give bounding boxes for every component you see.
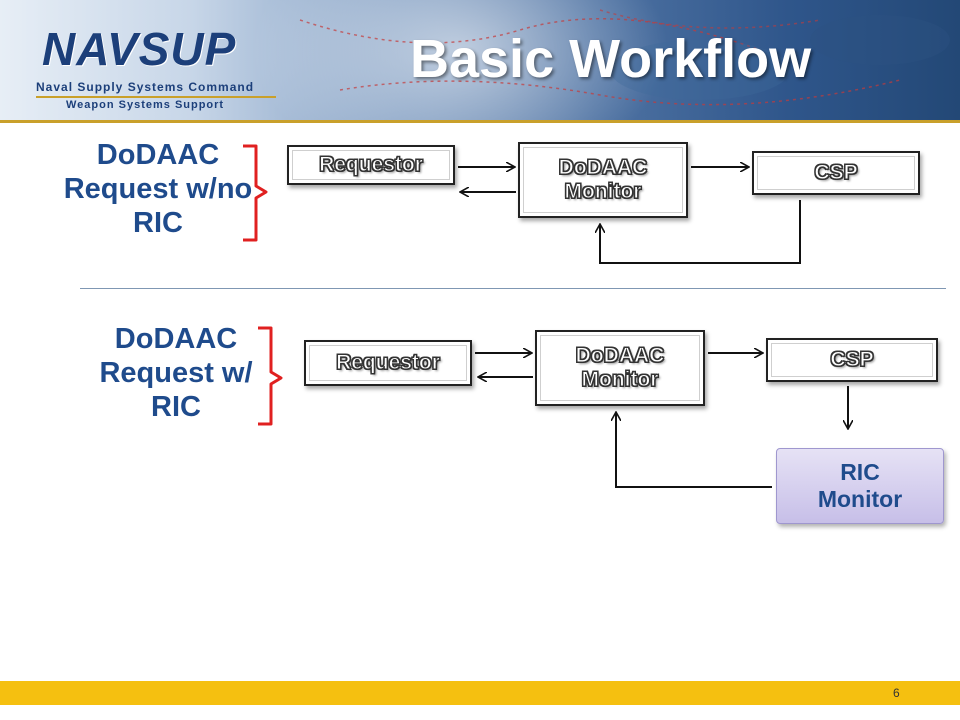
arrow-csp-to-monitor-1 bbox=[600, 200, 801, 264]
requestor-box-2: Requestor bbox=[304, 340, 472, 386]
page-title: Basic Workflow bbox=[410, 29, 812, 89]
navsup-logo: NAVSUP bbox=[42, 23, 237, 75]
page-number: 6 bbox=[893, 686, 900, 700]
csp-box-2: CSP bbox=[766, 338, 938, 382]
footer-bar bbox=[0, 681, 960, 705]
flow-label-no-ric: DoDAAC Request w/no RIC bbox=[63, 139, 253, 239]
csp-box-1-label: CSP bbox=[814, 161, 858, 185]
requestor-box-1-label: Requestor bbox=[319, 153, 424, 177]
dodaac-monitor-box-2-label: DoDAAC Monitor bbox=[575, 344, 665, 392]
dodaac-monitor-box-1-label: DoDAAC Monitor bbox=[558, 156, 648, 204]
csp-box-2-label: CSP bbox=[830, 348, 874, 372]
flow-label-with-ric: DoDAAC Request w/ RIC bbox=[99, 323, 253, 423]
bracket-flow-1 bbox=[243, 144, 268, 242]
header-glow bbox=[250, 0, 670, 120]
logo-subtitle-support: Weapon Systems Support bbox=[66, 99, 225, 111]
requestor-box-2-label: Requestor bbox=[336, 351, 441, 375]
ric-monitor-box: RIC Monitor bbox=[776, 448, 944, 524]
dodaac-monitor-box-2: DoDAAC Monitor bbox=[535, 330, 705, 406]
header-banner: NAVSUP Naval Supply Systems Command Weap… bbox=[0, 0, 960, 120]
requestor-box-1: Requestor bbox=[287, 145, 455, 185]
logo-divider bbox=[36, 96, 276, 98]
header-gold-line bbox=[0, 120, 960, 123]
csp-box-1: CSP bbox=[752, 151, 920, 195]
dodaac-monitor-box-1: DoDAAC Monitor bbox=[518, 142, 688, 218]
logo-subtitle-command: Naval Supply Systems Command bbox=[36, 80, 255, 94]
section-divider bbox=[80, 288, 946, 289]
arrow-ric-monitor-to-dodaac-monitor bbox=[616, 413, 772, 488]
ric-monitor-box-label: RIC Monitor bbox=[817, 459, 903, 512]
bracket-flow-2 bbox=[258, 326, 283, 426]
world-map-graphic bbox=[299, 9, 950, 106]
